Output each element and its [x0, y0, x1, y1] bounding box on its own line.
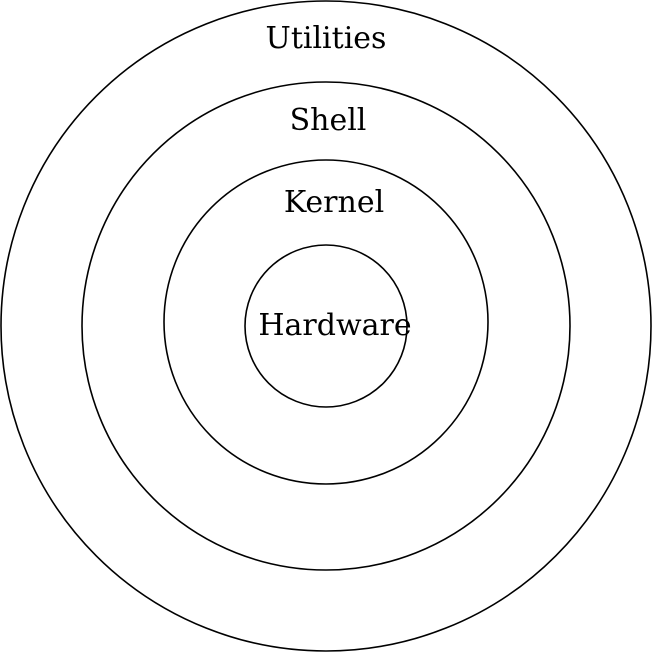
hardware-label: Hardware	[258, 308, 411, 343]
kernel-label: Kernel	[284, 185, 384, 220]
shell-label: Shell	[290, 103, 367, 138]
hardware-ring	[244, 244, 408, 408]
kernel-ring	[163, 159, 489, 485]
shell-ring	[81, 81, 571, 571]
utilities-label: Utilities	[266, 21, 387, 56]
